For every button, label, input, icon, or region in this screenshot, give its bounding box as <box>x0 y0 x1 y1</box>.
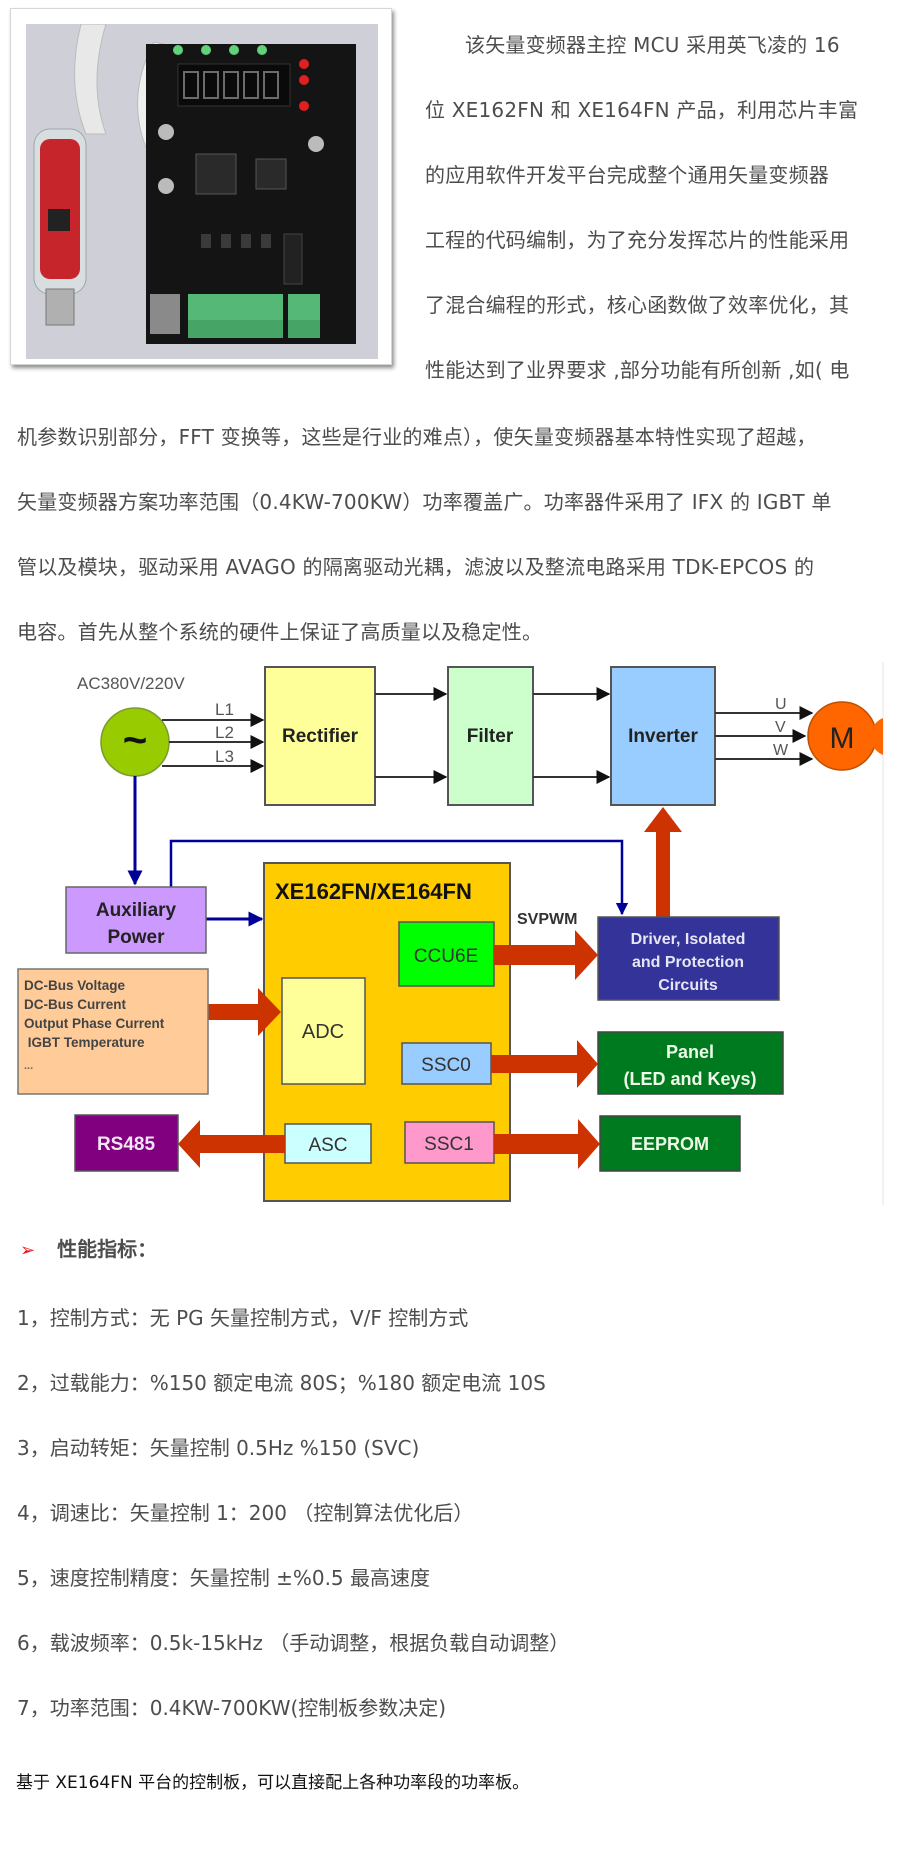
intro-line-3: 的应用软件开发平台完成整个通用矢量变频器 <box>425 163 829 187</box>
adc-block <box>281 977 366 1085</box>
driver-label-2: and Protection <box>632 954 744 971</box>
ssc1-block <box>404 1121 495 1164</box>
asc-label: ASC <box>308 1135 347 1156</box>
inverter-label: Inverter <box>628 726 698 747</box>
panel-block <box>597 1031 784 1095</box>
bullet-arrow-icon: ➢ <box>20 1240 36 1261</box>
intro-line-1: 该矢量变频器主控 MCU 采用英飞凌的 16 <box>465 33 840 57</box>
sensor-line-1: DC-Bus Voltage <box>24 978 125 993</box>
aux-power-label-2: Power <box>107 927 165 948</box>
sensor-line-4: IGBT Temperature <box>24 1035 145 1050</box>
phase-label-v: V <box>775 719 786 736</box>
control-board-illustration <box>26 24 378 359</box>
motor-label: M <box>830 722 855 755</box>
mcu-title: XE162FN/XE164FN <box>275 879 472 904</box>
footer-note: 基于 XE164FN 平台的控制板，可以直接配上各种功率段的功率板。 <box>16 1773 530 1793</box>
inverter-block <box>610 666 716 806</box>
intro-line-9: 管以及模块，驱动采用 AVAGO 的隔离驱动光耦，滤波以及整流电路采用 TDK-… <box>17 555 815 579</box>
spec-item: 2，过载能力：%150 额定电流 80S；%180 额定电流 10S <box>17 1371 546 1395</box>
sensor-line-3: Output Phase Current <box>24 1016 165 1031</box>
sensor-line-5: ... <box>24 1060 33 1072</box>
spec-item: 4，调速比：矢量控制 1：200 （控制算法优化后） <box>17 1501 474 1525</box>
intro-line-10: 电容。首先从整个系统的硬件上保证了高质量以及稳定性。 <box>17 620 543 644</box>
control-board-photo <box>26 24 378 359</box>
rectifier-block <box>264 666 376 806</box>
panel-label-2: (LED and Keys) <box>623 1069 756 1089</box>
ssc1-to-eeprom-arrow <box>494 1119 600 1169</box>
ssc0-to-panel-arrow <box>491 1040 598 1088</box>
spec-item: 6，载波频率：0.5k-15kHz （手动调整，根据负载自动调整） <box>17 1631 570 1655</box>
panel-label-1: Panel <box>666 1042 714 1062</box>
driver-block <box>597 916 780 1001</box>
driver-label-1: Driver, Isolated <box>631 931 746 948</box>
phase-label-l3: L3 <box>215 747 234 766</box>
phase-label-l1: L1 <box>215 700 234 719</box>
ssc0-block <box>401 1042 492 1085</box>
phase-label-l2: L2 <box>215 723 234 742</box>
phase-label-w: W <box>773 742 789 759</box>
specs-heading-text: 性能指标： <box>57 1237 158 1261</box>
ssc0-label: SSC0 <box>421 1055 471 1076</box>
motor-partial-icon <box>870 718 883 755</box>
intro-line-2: 位 XE162FN 和 XE164FN 产品，利用芯片丰富 <box>425 98 859 122</box>
aux-power-label-1: Auxiliary <box>96 900 177 921</box>
phase-label-u: U <box>775 696 787 713</box>
asc-to-rs485-arrow <box>178 1120 285 1168</box>
aux-power-block <box>65 886 207 954</box>
adc-label: ADC <box>302 1021 344 1043</box>
sensors-to-adc-arrow <box>208 988 281 1036</box>
sensor-line-2: DC-Bus Current <box>24 997 127 1012</box>
rs485-label: RS485 <box>97 1134 156 1155</box>
driver-label-3: Circuits <box>658 977 718 994</box>
eeprom-block <box>599 1115 741 1172</box>
specs-heading: ➢ 性能指标： <box>20 1233 157 1262</box>
spec-item: 3，启动转矩：矢量控制 0.5Hz %150 (SVC) <box>17 1436 420 1460</box>
intro-line-4: 工程的代码编制，为了充分发挥芯片的性能采用 <box>425 228 850 252</box>
rs485-block <box>74 1114 179 1172</box>
driver-to-inverter-arrow <box>644 807 682 917</box>
intro-line-7: 机参数识别部分，FFT 变换等，这些是行业的难点），使矢量变频器基本特性实现了超… <box>17 425 817 449</box>
sensor-inputs-block <box>17 968 209 1095</box>
system-block-diagram: AC380V/220V ~ L1 L2 L3 Rectifier Filter … <box>0 660 916 1210</box>
spec-item: 5，速度控制精度：矢量控制 ±%0.5 最高速度 <box>17 1566 431 1590</box>
ac-wave-icon: ~ <box>123 716 148 763</box>
filter-block <box>447 666 534 806</box>
rectifier-label: Rectifier <box>282 726 359 747</box>
filter-label: Filter <box>467 726 514 747</box>
intro-line-5: 了混合编程的形式，核心函数做了效率优化，其 <box>425 293 850 317</box>
product-photo-frame <box>10 8 392 365</box>
spec-item: 1，控制方式：无 PG 矢量控制方式，V/F 控制方式 <box>17 1306 469 1330</box>
eeprom-label: EEPROM <box>631 1134 709 1154</box>
ccu6e-label: CCU6E <box>414 946 478 967</box>
svpwm-label: SVPWM <box>517 911 577 928</box>
intro-line-8: 矢量变频器方案功率范围（0.4KW-700KW）功率覆盖广。功率器件采用了 IF… <box>17 490 832 514</box>
spec-item: 7，功率范围：0.4KW-700KW(控制板参数决定) <box>17 1696 447 1720</box>
ccu6e-to-driver-arrow <box>494 930 598 980</box>
ssc1-label: SSC1 <box>424 1134 474 1155</box>
aux-to-driver-line <box>169 839 629 916</box>
intro-line-6: 性能达到了业界要求 ,部分功能有所创新 ,如( 电 <box>425 358 850 382</box>
source-voltage-label: AC380V/220V <box>77 674 185 693</box>
